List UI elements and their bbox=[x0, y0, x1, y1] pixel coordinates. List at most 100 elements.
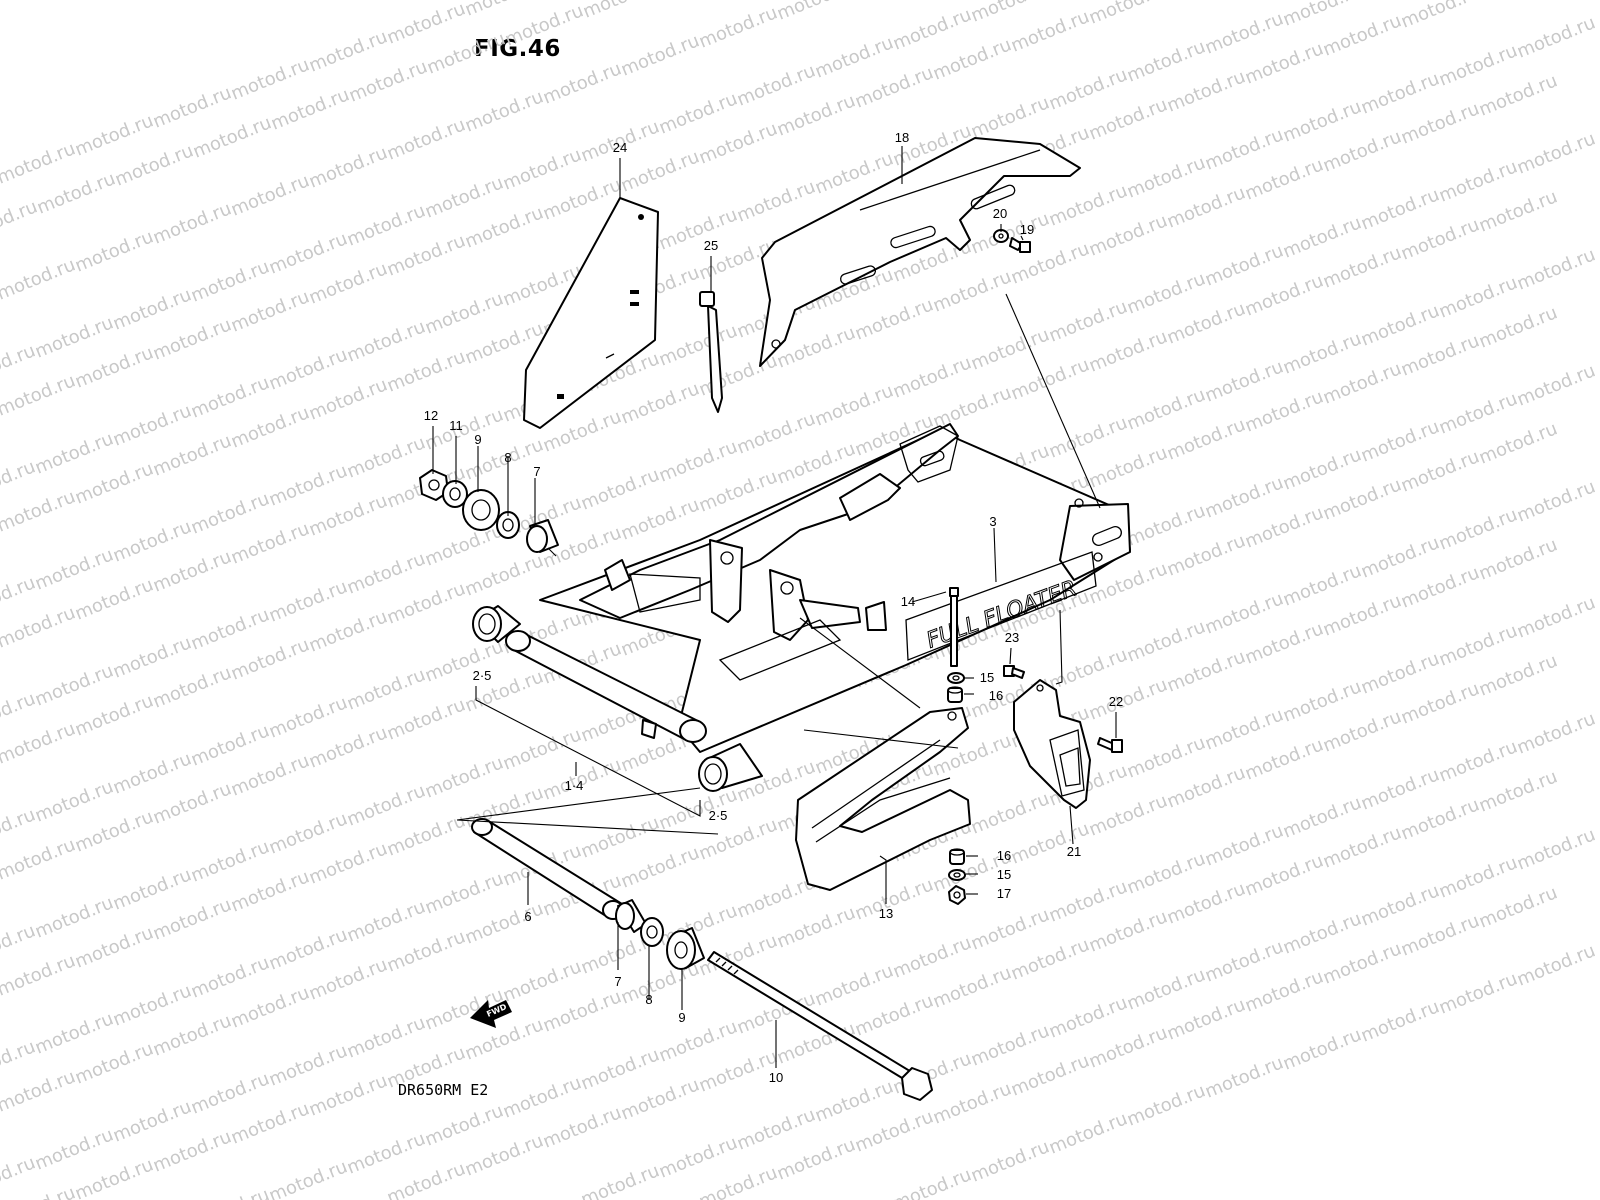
watermark-text: motod.ru bbox=[1514, 592, 1598, 642]
watermark-text: motod.ru bbox=[890, 932, 974, 982]
watermark-text: motod.ru bbox=[32, 660, 116, 710]
part-22-bolt[interactable] bbox=[1097, 737, 1123, 753]
part-7-spacer-upper[interactable] bbox=[526, 519, 559, 553]
watermark-text: motod.ru bbox=[1320, 822, 1404, 872]
watermark-text: motod.ru bbox=[188, 1184, 272, 1200]
watermark-text: motod.ru bbox=[266, 692, 350, 742]
watermark-text: motod.ru bbox=[266, 1156, 350, 1200]
watermark-text: motod.ru bbox=[1358, 764, 1442, 814]
watermark-text: motod.ru bbox=[1476, 534, 1560, 584]
watermark-text: motod.ru bbox=[1358, 880, 1442, 930]
part-25-cable-clamp[interactable] bbox=[699, 291, 723, 413]
label-8-lower: 8 bbox=[645, 992, 652, 1007]
watermark-text: motod.ru bbox=[1242, 154, 1326, 204]
watermark-text: motod.ru bbox=[228, 518, 312, 568]
watermark-text: motod.ru bbox=[774, 1134, 858, 1184]
watermark-text: motod.ru bbox=[968, 1020, 1052, 1070]
watermark-text: motod.ru bbox=[1280, 560, 1364, 610]
watermark-text: motod.ru bbox=[188, 836, 272, 886]
watermark-text: motod.ru bbox=[462, 86, 546, 136]
watermark-text: motod.ru bbox=[1476, 650, 1560, 700]
watermark-text: motod.ru bbox=[306, 722, 390, 772]
watermark-text: motod.ru bbox=[266, 808, 350, 858]
part-2-5-needle-bearing-upper[interactable] bbox=[472, 605, 521, 643]
watermark-text: motod.ru bbox=[1476, 766, 1560, 816]
part-14-bolt[interactable] bbox=[949, 587, 959, 667]
watermark-text: motod.ru bbox=[618, 378, 702, 428]
watermark-text: motod.ru bbox=[1476, 418, 1560, 468]
watermark-text: motod.ru bbox=[1124, 616, 1208, 666]
watermark-text: motod.ru bbox=[72, 226, 156, 276]
part-10-pivot-shaft[interactable] bbox=[707, 951, 933, 1101]
label-9-upper: 9 bbox=[474, 432, 481, 447]
watermark-text: motod.ru bbox=[578, 1160, 662, 1200]
label-11: 11 bbox=[449, 418, 463, 433]
watermark-text: motod.ru bbox=[1242, 850, 1326, 900]
part-9-dust-seal-upper[interactable] bbox=[462, 489, 500, 531]
label-8-upper: 8 bbox=[504, 450, 511, 465]
watermark-text: motod.ru bbox=[1280, 676, 1364, 726]
watermark-text: motod.ru bbox=[578, 1044, 662, 1094]
part-18-chain-case[interactable] bbox=[759, 137, 1081, 367]
label-9-lower: 9 bbox=[678, 1010, 685, 1025]
watermark-text: motod.ru bbox=[1202, 588, 1286, 638]
part-8-washer-lower[interactable] bbox=[640, 917, 664, 947]
watermark-text: motod.ru bbox=[1124, 384, 1208, 434]
watermark-text: motod.ru bbox=[1476, 70, 1560, 120]
part-15-washer-upper[interactable] bbox=[947, 672, 965, 684]
watermark-text: motod.ru bbox=[1202, 1052, 1286, 1102]
watermark-text: motod.ru bbox=[384, 1158, 468, 1200]
watermark-text: motod.ru bbox=[1242, 386, 1326, 436]
part-16-spacer-upper[interactable] bbox=[947, 686, 963, 703]
watermark-text: motod.ru bbox=[696, 118, 780, 168]
watermark-text: motod.ru bbox=[1476, 302, 1560, 352]
label-7-upper: 7 bbox=[533, 464, 540, 479]
watermark-text: motod.ru bbox=[0, 1036, 38, 1086]
watermark-text: motod.ru bbox=[72, 1154, 156, 1200]
watermark-text: motod.ru bbox=[384, 346, 468, 396]
watermark-text: motod.ru bbox=[540, 1102, 624, 1152]
label-3: 3 bbox=[989, 514, 996, 529]
watermark-text: motod.ru bbox=[32, 776, 116, 826]
watermark-text: motod.ru bbox=[1164, 878, 1248, 928]
part-16-spacer-lower[interactable] bbox=[949, 848, 965, 865]
part-15-washer-lower[interactable] bbox=[948, 869, 966, 881]
part-24-chain-guard-plate[interactable] bbox=[523, 197, 659, 429]
watermark-text: motod.ru bbox=[422, 636, 506, 686]
watermark-text: motod.ru bbox=[32, 1008, 116, 1058]
watermark-text: motod.ru bbox=[306, 258, 390, 308]
watermark-text: motod.ru bbox=[1280, 212, 1364, 262]
part-11-washer[interactable] bbox=[442, 480, 468, 508]
watermark-text: motod.ru bbox=[1046, 412, 1130, 462]
watermark-text: motod.ru bbox=[0, 920, 38, 970]
part-23-bolt[interactable] bbox=[1003, 665, 1025, 679]
part-2-5-needle-bearing-lower[interactable] bbox=[698, 743, 763, 792]
watermark-text: motod.ru bbox=[656, 320, 740, 370]
label-6: 6 bbox=[524, 909, 531, 924]
part-21-chain-guide[interactable] bbox=[1013, 679, 1091, 809]
watermark-text: motod.ru bbox=[0, 602, 78, 652]
watermark-text: motod.ru bbox=[306, 374, 390, 424]
part-17-nut[interactable] bbox=[948, 885, 966, 905]
watermark-text: motod.ru bbox=[1280, 96, 1364, 146]
watermark-text: motod.ru bbox=[1280, 908, 1364, 958]
watermark-text: motod.ru bbox=[462, 1130, 546, 1180]
watermark-text: motod.ru bbox=[266, 1040, 350, 1090]
watermark-text: motod.ru bbox=[1436, 272, 1520, 322]
watermark-text: motod.ru bbox=[0, 370, 78, 420]
part-9-dust-seal-lower[interactable] bbox=[666, 927, 705, 970]
watermark-text: motod.ru bbox=[344, 548, 428, 598]
watermark-text: motod.ru bbox=[306, 954, 390, 1004]
watermark-text: motod.ru bbox=[1280, 328, 1364, 378]
part-19-bolt[interactable] bbox=[1009, 237, 1031, 253]
watermark-text: motod.ru bbox=[1358, 184, 1442, 234]
watermark-text: motod.ru bbox=[1202, 820, 1286, 870]
part-13-chain-buffer[interactable] bbox=[795, 707, 971, 891]
watermark-text: motod.ru bbox=[540, 986, 624, 1036]
watermark-text: motod.ru bbox=[266, 576, 350, 626]
watermark-text: motod.ru bbox=[930, 962, 1014, 1012]
label-16-upper: 16 bbox=[989, 688, 1003, 703]
watermark-text: motod.ru bbox=[384, 810, 468, 860]
watermark-text: motod.ru bbox=[1164, 298, 1248, 348]
watermark-text: motod.ru bbox=[0, 572, 38, 622]
